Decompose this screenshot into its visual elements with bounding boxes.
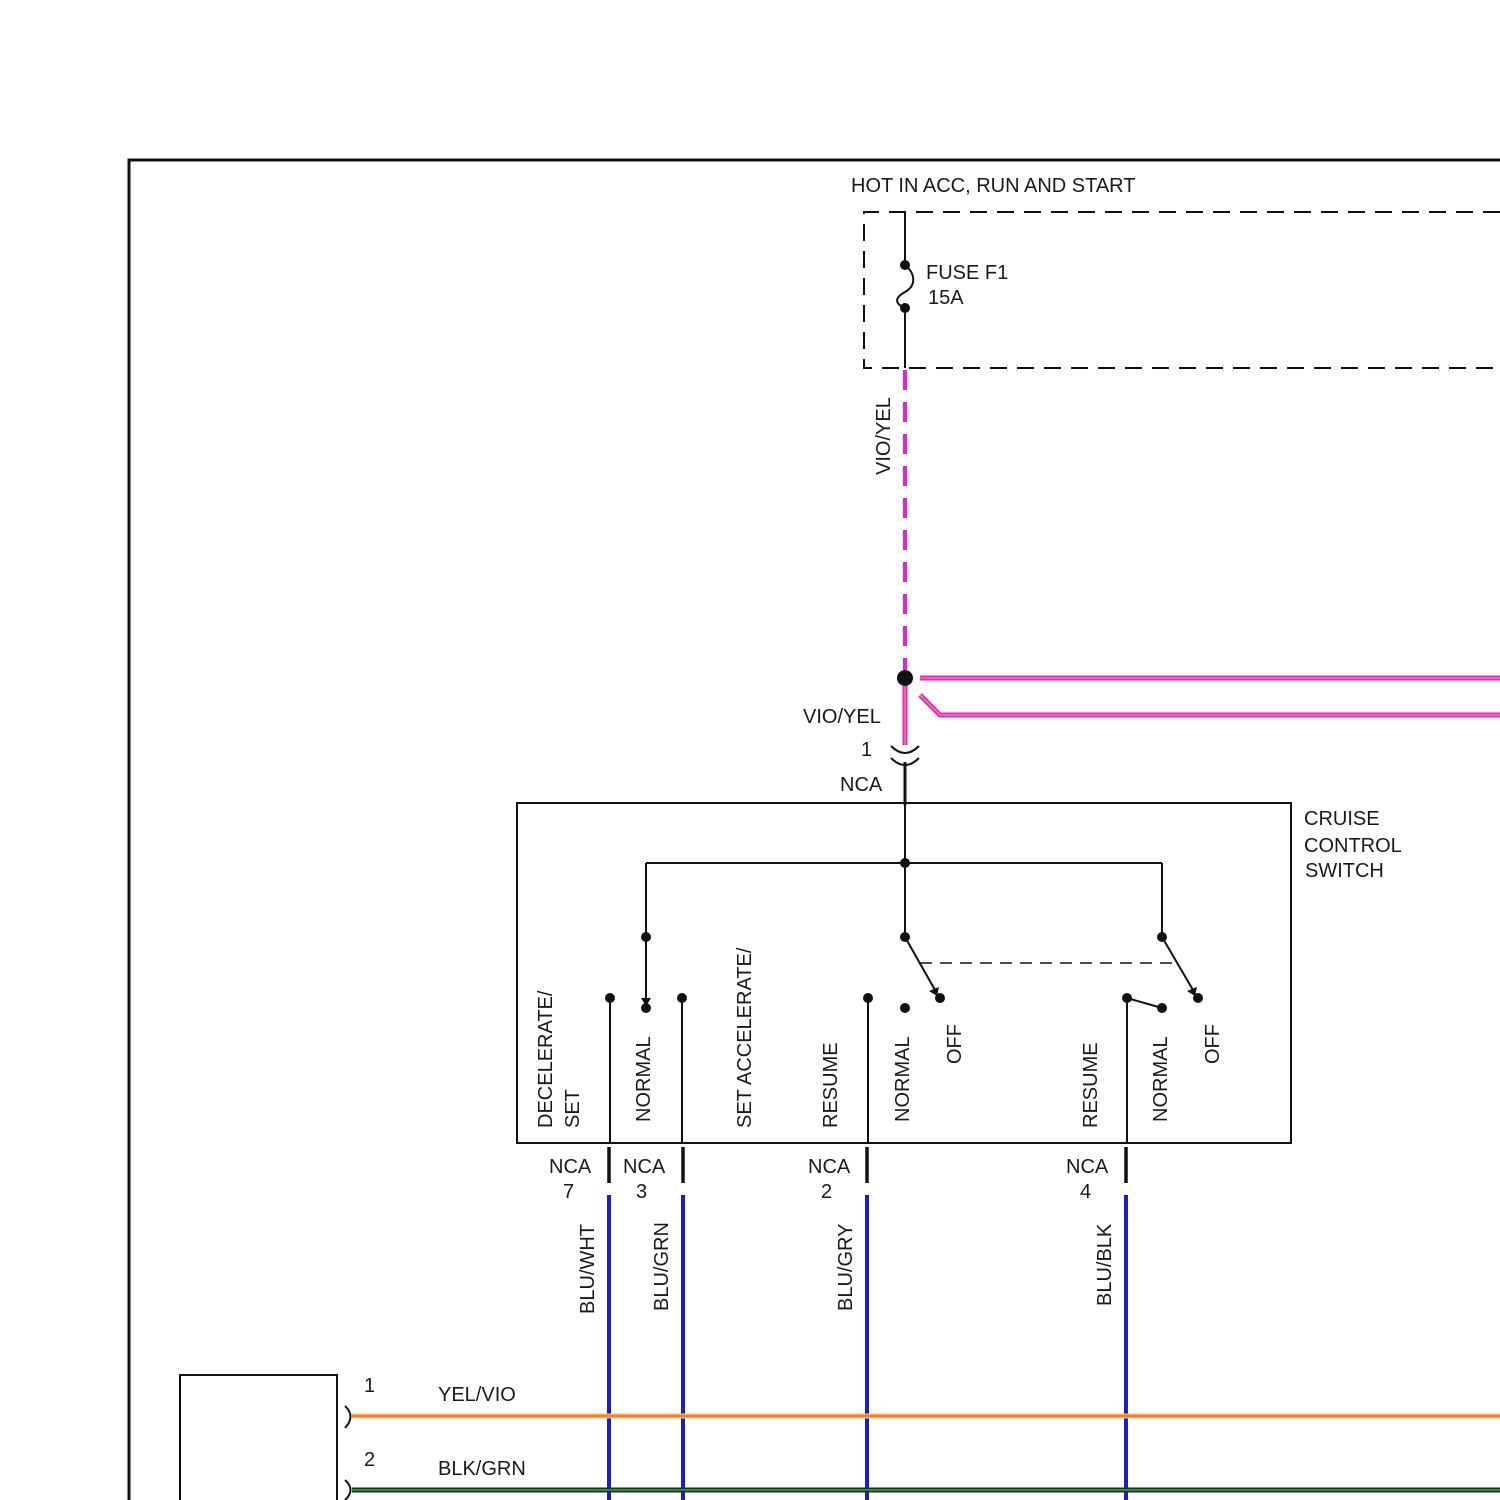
connector-4-name: NCA <box>1066 1156 1109 1178</box>
splice-dot <box>897 670 913 686</box>
pos-label-set: SET <box>562 1089 584 1128</box>
connector-top-name: NCA <box>840 774 883 796</box>
switch-title-line3: SWITCH <box>1305 860 1384 882</box>
connector-7-name: NCA <box>549 1156 592 1178</box>
wire-label-blu-wht: BLU/WHT <box>577 1224 599 1314</box>
power-source-label: HOT IN ACC, RUN AND START <box>851 175 1135 197</box>
feed-wire-label-upper: VIO/YEL <box>873 397 895 475</box>
vio-yel-branch-wires <box>920 678 1500 715</box>
wire-label-blu-grn: BLU/GRN <box>651 1222 673 1311</box>
bottom-connector-symbols <box>345 1406 351 1500</box>
connector-4-pin: 4 <box>1080 1181 1091 1203</box>
blue-output-wires <box>609 1195 1126 1500</box>
wire-label-blu-gry: BLU/GRY <box>835 1224 857 1311</box>
wire-label-blk-grn: BLK/GRN <box>438 1458 526 1480</box>
connector-3-name: NCA <box>623 1156 666 1178</box>
switch-connector-stubs <box>609 1147 1126 1183</box>
bottom-component-pin-1: 1 <box>364 1375 375 1397</box>
connector-top-pin: 1 <box>861 739 872 761</box>
connector-nca-1-symbol <box>891 746 919 805</box>
wire-label-yel-vio: YEL/VIO <box>438 1384 516 1406</box>
connector-7-pin: 7 <box>563 1181 574 1203</box>
bottom-component-pin-2: 2 <box>364 1449 375 1471</box>
pos-label-normal-b: NORMAL <box>892 1036 914 1122</box>
page-frame <box>129 160 1500 1500</box>
pos-label-off-b: OFF <box>1202 1024 1224 1064</box>
fuse-f1 <box>897 212 913 368</box>
pos-label-resume-a: RESUME <box>820 1042 842 1128</box>
pos-label-resume-b: RESUME <box>1080 1042 1102 1128</box>
connector-2-name: NCA <box>808 1156 851 1178</box>
switch-title-line2: CONTROL <box>1304 835 1402 857</box>
fuse-name: FUSE F1 <box>926 262 1008 284</box>
pos-label-set-accelerate: SET ACCELERATE/ <box>734 947 756 1128</box>
switch-title-line1: CRUISE <box>1304 808 1380 830</box>
bottom-component-box <box>180 1375 337 1500</box>
connector-3-pin: 3 <box>636 1181 647 1203</box>
wire-label-blu-blk: BLU/BLK <box>1094 1223 1116 1306</box>
pos-label-decelerate: DECELERATE/ <box>535 990 557 1128</box>
feed-wire-label-lower: VIO/YEL <box>803 706 881 728</box>
pos-label-off-a: OFF <box>944 1024 966 1064</box>
pos-label-normal-a: NORMAL <box>633 1036 655 1122</box>
pos-label-normal-c: NORMAL <box>1150 1036 1172 1122</box>
connector-2-pin: 2 <box>821 1181 832 1203</box>
switch-arrowheads <box>641 987 1197 1006</box>
fuse-rating: 15A <box>928 287 964 309</box>
